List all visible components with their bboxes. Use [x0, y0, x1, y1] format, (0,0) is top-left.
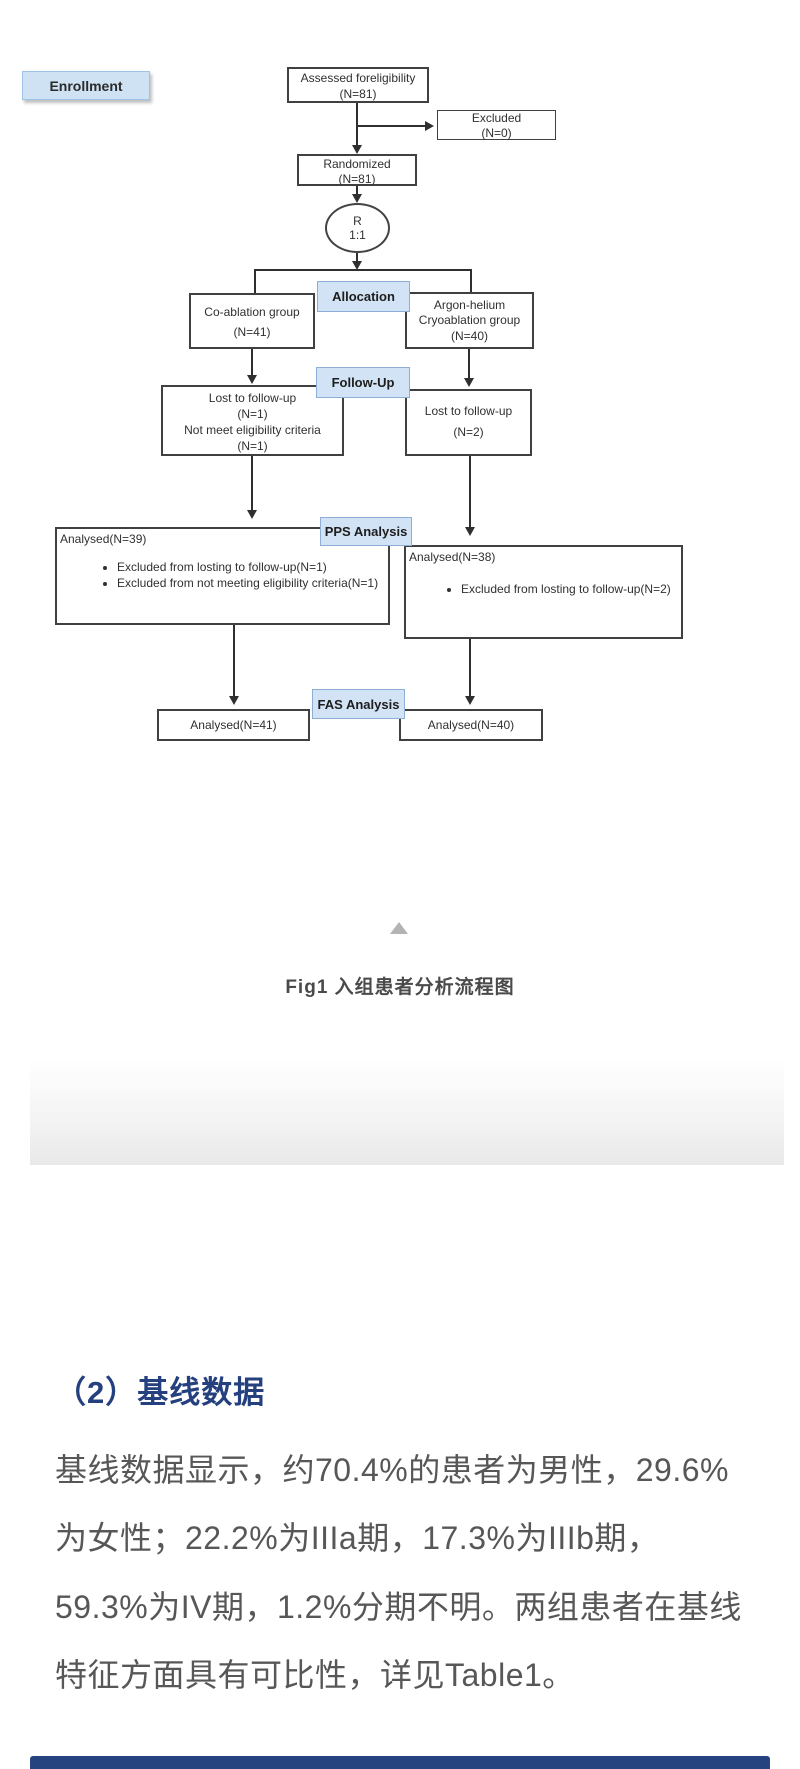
pps-right-bullet1: Excluded from losting to follow-up(N=2): [461, 581, 675, 597]
connector-line: [251, 456, 253, 511]
pps-left-bullets: Excluded from losting to follow-up(N=1) …: [57, 559, 388, 591]
connector-line: [357, 125, 427, 127]
paragraph-line: 59.3%为IV期，1.2%分期不明。两组患者在基线: [55, 1589, 742, 1625]
arrowhead-down-icon: [247, 510, 257, 519]
assessed-line2: (N=81): [339, 87, 377, 101]
randomized-line2: (N=81): [338, 172, 376, 186]
lost-right-line2: (N=2): [453, 425, 484, 439]
connector-line: [233, 625, 235, 697]
co-ablation-line2: (N=41): [233, 325, 271, 339]
lost-right-line1: Lost to follow-up: [424, 404, 513, 418]
fas-analysis-stage-label: FAS Analysis: [312, 689, 405, 719]
lost-left-line3: Not meet eligibility criteria: [184, 423, 321, 437]
connector-line: [254, 269, 472, 271]
pps-left-bullet2: Excluded from not meeting eligibility cr…: [117, 575, 382, 591]
paragraph-line: 基线数据显示，约70.4%的患者为男性，29.6%: [55, 1452, 729, 1488]
allocation-stage-label: Allocation: [317, 281, 410, 312]
pps-left-bullet1: Excluded from losting to follow-up(N=1): [117, 559, 382, 575]
pps-analysed-right-node: Analysed(N=38) Excluded from losting to …: [404, 545, 683, 639]
co-ablation-group-node: Co-ablation group (N=41): [189, 293, 315, 349]
argon-line1: Argon-helium: [433, 298, 506, 312]
fas-analysed-right-node: Analysed(N=40): [399, 709, 543, 741]
connector-line: [469, 456, 471, 528]
arrowhead-down-icon: [229, 696, 239, 705]
arrowhead-right-icon: [425, 121, 434, 131]
paragraph-line: 特征方面具有可比性，详见Table1。: [55, 1657, 575, 1693]
argon-line2: Cryoablation group: [418, 313, 521, 327]
lost-followup-left-node: Lost to follow-up (N=1) Not meet eligibi…: [161, 385, 344, 456]
arrowhead-down-icon: [465, 527, 475, 536]
connector-line: [356, 253, 358, 262]
enrollment-stage-label: Enrollment: [22, 71, 150, 100]
excluded-node: Excluded (N=0): [437, 110, 556, 140]
connector-line: [356, 186, 358, 194]
arrowhead-down-icon: [464, 378, 474, 387]
arrowhead-down-icon: [247, 375, 257, 384]
pps-right-bullets: Excluded from losting to follow-up(N=2): [406, 581, 681, 597]
excluded-line2: (N=0): [481, 126, 512, 140]
lost-followup-right-node: Lost to follow-up (N=2): [405, 389, 532, 456]
connector-line: [254, 269, 256, 294]
randomized-line1: Randomized: [323, 157, 391, 171]
followup-stage-label: Follow-Up: [316, 367, 410, 398]
randomized-node: Randomized (N=81): [297, 154, 417, 186]
assessed-line1: Assessed foreligibility: [300, 71, 416, 85]
arrowhead-down-icon: [352, 194, 362, 203]
connector-line: [468, 349, 470, 379]
assessed-node: Assessed foreligibility (N=81): [287, 67, 429, 103]
pps-left-title: Analysed(N=39): [60, 532, 147, 546]
arrowhead-down-icon: [465, 696, 475, 705]
ratio-line2: 1:1: [349, 228, 366, 242]
paragraph-line: 为女性；22.2%为IIIa期，17.3%为IIIb期，: [55, 1520, 660, 1556]
lost-left-line1: Lost to follow-up: [208, 391, 297, 405]
ratio-line1: R: [353, 214, 362, 228]
image-fade-band: [30, 1059, 784, 1165]
connector-line: [251, 349, 253, 375]
next-section-header-bar: [30, 1756, 770, 1769]
pps-analysis-stage-label: PPS Analysis: [320, 517, 412, 546]
section-heading: （2）基线数据: [55, 1375, 266, 1410]
argon-line3: (N=40): [450, 329, 488, 343]
figure-caption: Fig1 入组患者分析流程图: [285, 977, 515, 998]
collapse-figure-icon[interactable]: [390, 922, 408, 934]
co-ablation-line1: Co-ablation group: [204, 305, 300, 319]
connector-line: [470, 269, 472, 293]
lost-left-line2: (N=1): [237, 407, 268, 421]
connector-line: [356, 103, 358, 146]
connector-line: [469, 639, 471, 697]
randomization-ratio-node: R 1:1: [325, 203, 390, 253]
arrowhead-down-icon: [352, 261, 362, 270]
excluded-line1: Excluded: [471, 111, 522, 125]
fas-analysed-left-node: Analysed(N=41): [157, 709, 310, 741]
lost-left-line4: (N=1): [237, 439, 268, 453]
arrowhead-down-icon: [352, 145, 362, 154]
pps-right-title: Analysed(N=38): [409, 550, 496, 564]
argon-helium-group-node: Argon-helium Cryoablation group (N=40): [405, 292, 534, 349]
